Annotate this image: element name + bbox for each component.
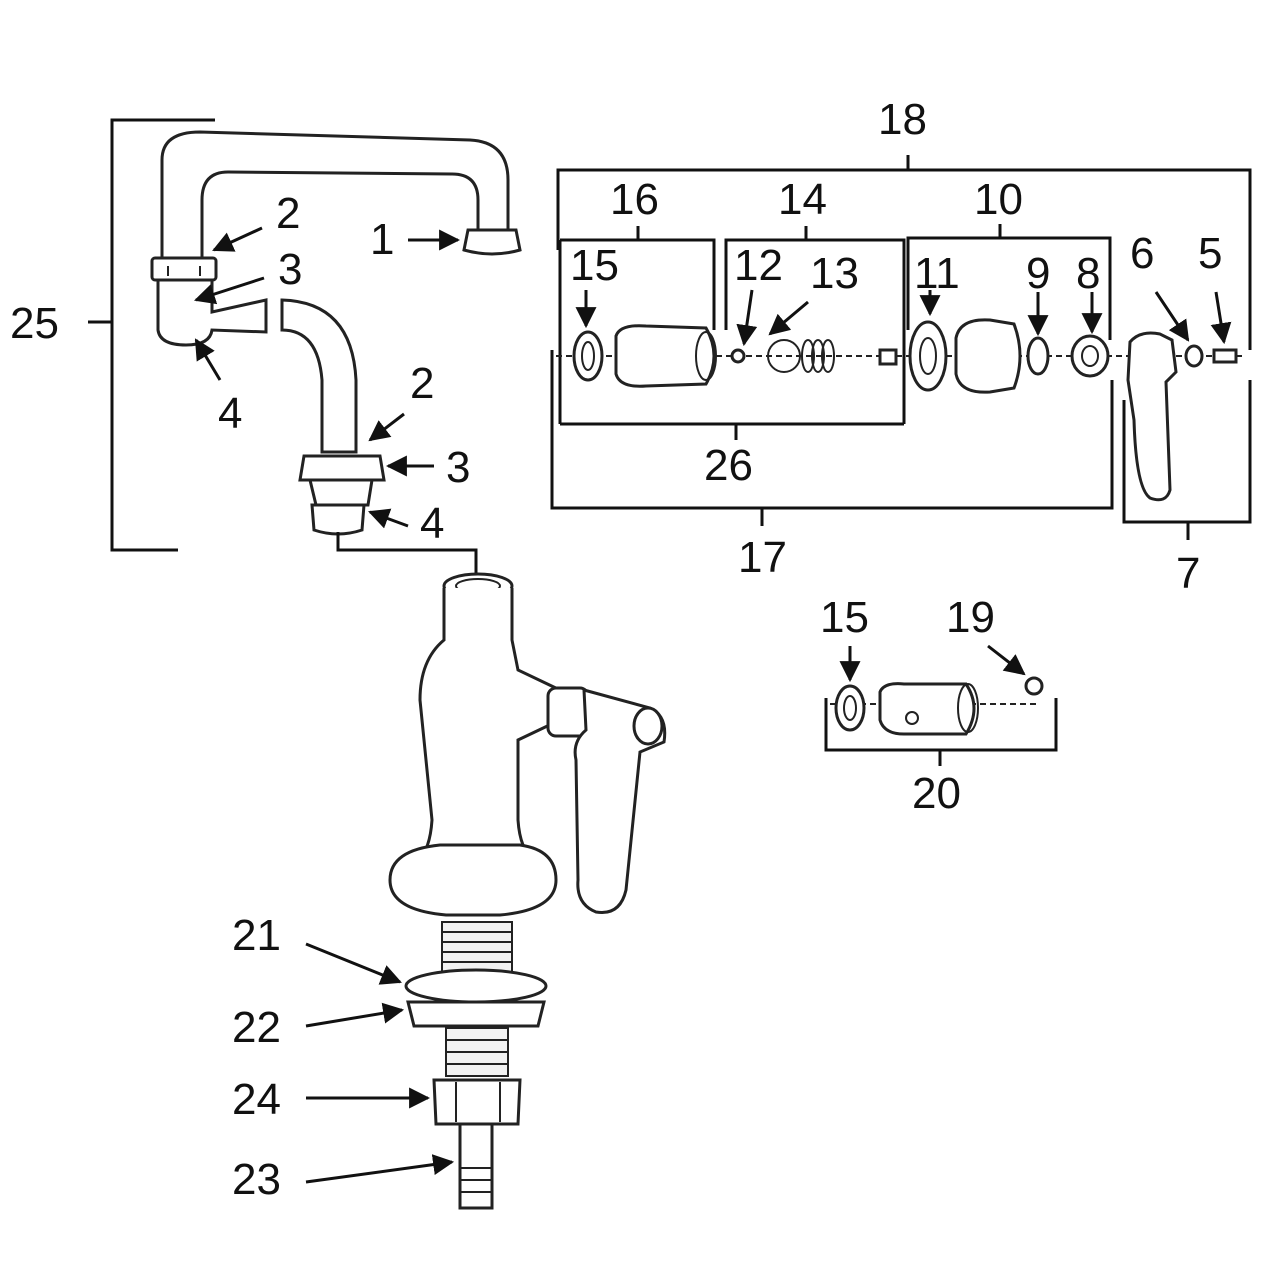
label-21: 21	[232, 911, 281, 960]
label-3-upper: 3	[278, 245, 302, 294]
label-17: 17	[738, 533, 787, 582]
label-5: 5	[1198, 229, 1222, 278]
label-20: 20	[912, 769, 961, 818]
valve-body	[388, 572, 667, 1210]
label-23: 23	[232, 1155, 281, 1204]
label-8: 8	[1076, 249, 1100, 298]
label-26: 26	[704, 441, 753, 490]
label-15-lower: 15	[820, 593, 869, 642]
label-25: 25	[10, 299, 59, 348]
label-11: 11	[914, 249, 960, 298]
label-12: 12	[734, 241, 783, 290]
label-1: 1	[370, 215, 394, 264]
label-7: 7	[1176, 549, 1200, 598]
label-6: 6	[1130, 229, 1154, 278]
part-labels: 1 2 3 4 25 2 3 4 18 16 14 10 15 12 13 11…	[10, 95, 1222, 1204]
repair-kit	[824, 676, 1058, 766]
label-4-upper: 4	[218, 389, 242, 438]
cartridge-exploded-view	[550, 155, 1252, 540]
label-24: 24	[232, 1075, 281, 1124]
label-3-lower: 3	[446, 443, 470, 492]
label-2-upper: 2	[276, 189, 300, 238]
label-16: 16	[610, 175, 659, 224]
label-13: 13	[810, 249, 859, 298]
label-10: 10	[974, 175, 1023, 224]
arrow-icon	[194, 226, 1232, 1184]
label-19: 19	[946, 593, 995, 642]
aerator-part	[462, 228, 522, 256]
label-15-upper: 15	[570, 241, 619, 290]
label-18: 18	[878, 95, 927, 144]
spout-assembly	[88, 118, 522, 575]
label-14: 14	[778, 175, 827, 224]
lever-handle	[573, 688, 667, 915]
label-9: 9	[1026, 249, 1050, 298]
label-4-lower: 4	[420, 499, 444, 548]
label-22: 22	[232, 1003, 281, 1052]
label-2-lower: 2	[410, 359, 434, 408]
